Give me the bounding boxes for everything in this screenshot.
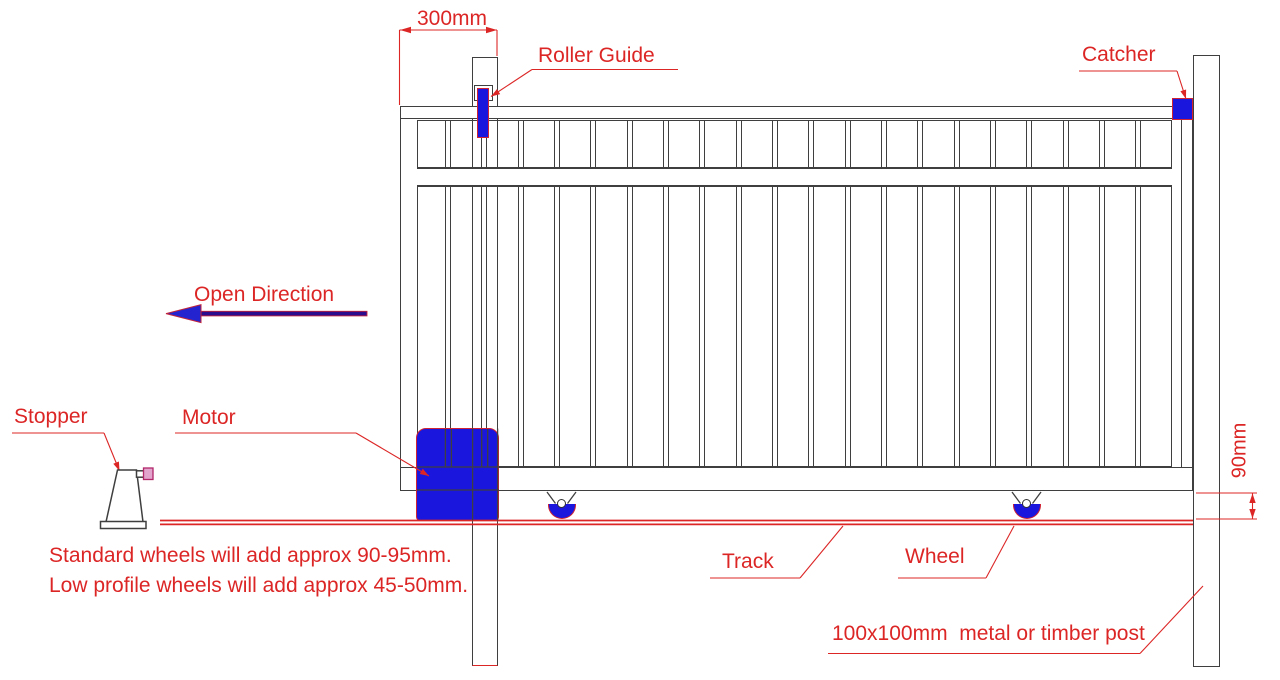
track-label: Track: [722, 550, 774, 573]
post-label: 100x100mm metal or timber post: [832, 622, 1145, 645]
picket: [1026, 121, 1033, 167]
stopper-label: Stopper: [14, 405, 88, 428]
picket: [553, 121, 560, 167]
catcher-leader: [1079, 70, 1187, 100]
dim-90-label: 90mm: [1228, 422, 1251, 479]
guide-post: [472, 57, 498, 666]
picket: [1135, 121, 1142, 167]
gate-bottom-rail: [401, 467, 1192, 490]
wheel-brackets: [546, 491, 1042, 504]
picket: [517, 121, 524, 167]
picket: [1098, 187, 1105, 466]
picket: [880, 187, 887, 466]
picket: [844, 121, 851, 167]
motor-unit: [416, 428, 499, 521]
picket: [989, 121, 996, 167]
roller-guide-leader: [490, 68, 678, 97]
picket: [1098, 121, 1105, 167]
picket: [699, 187, 706, 466]
stopper-shape: [99, 467, 154, 530]
track-lines: [160, 519, 1193, 526]
picket: [735, 121, 742, 167]
picket: [771, 121, 778, 167]
dim-300-label: 300mm: [416, 7, 488, 30]
picket: [481, 121, 488, 167]
motor-leader: [175, 432, 430, 477]
picket: [626, 121, 633, 167]
picket: [553, 187, 560, 466]
wheel-left-axle: [557, 499, 566, 508]
picket: [1062, 121, 1069, 167]
picket: [1026, 187, 1033, 466]
picket: [626, 187, 633, 466]
wheel-label: Wheel: [905, 545, 965, 568]
catch-post: [1193, 55, 1220, 667]
picket: [953, 121, 960, 167]
picket: [662, 187, 669, 466]
note-standard-wheels: Standard wheels will add approx 90-95mm.: [49, 544, 452, 567]
picket: [517, 187, 524, 466]
picket: [808, 121, 815, 167]
roller-guide-block: [477, 88, 489, 138]
picket: [989, 187, 996, 466]
picket: [953, 187, 960, 466]
gate-right-stile-line: [1181, 119, 1182, 467]
picket: [590, 187, 597, 466]
gate-top-rail: [401, 107, 1192, 119]
catcher-block: [1172, 98, 1193, 120]
picket: [699, 121, 706, 167]
wheel-right-axle: [1022, 499, 1031, 508]
picket: [917, 121, 924, 167]
picket: [481, 187, 488, 466]
picket: [590, 121, 597, 167]
open-direction-label: Open Direction: [194, 283, 335, 306]
picket: [445, 121, 451, 167]
picket: [917, 187, 924, 466]
motor-label: Motor: [182, 406, 236, 429]
gate-middle-rail: [417, 168, 1172, 186]
picket: [662, 121, 669, 167]
picket: [771, 187, 778, 466]
picket: [1062, 187, 1069, 466]
gate-lower-panel: [417, 186, 1172, 467]
note-low-profile-wheels: Low profile wheels will add approx 45-50…: [49, 574, 469, 597]
picket: [808, 187, 815, 466]
picket: [844, 187, 851, 466]
stopper-leader: [12, 432, 121, 472]
stopper-pad: [142, 467, 154, 481]
gate-upper-panel: [417, 120, 1172, 168]
picket: [445, 187, 451, 466]
gate-frame: [400, 106, 1193, 491]
picket: [880, 121, 887, 167]
open-direction-arrow: [165, 303, 368, 324]
picket: [735, 187, 742, 466]
roller-guide-label: Roller Guide: [538, 44, 655, 67]
catcher-label: Catcher: [1082, 43, 1156, 66]
picket: [1135, 187, 1142, 466]
